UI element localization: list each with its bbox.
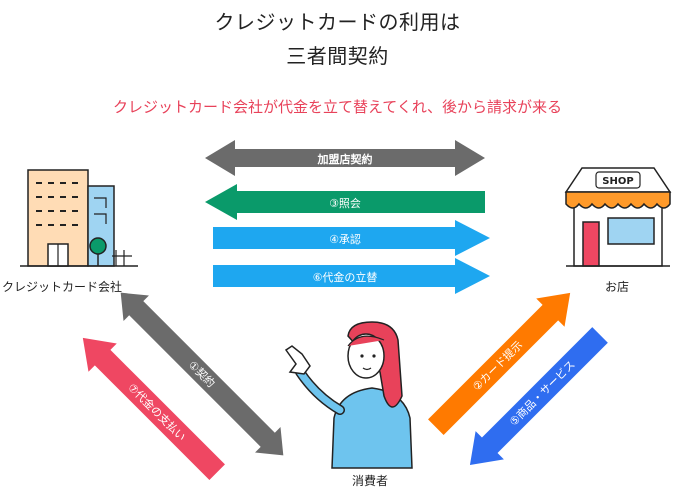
payment-label: ⑦代金の支払い: [125, 380, 189, 444]
shop-icon: SHOP: [564, 167, 672, 267]
shop-label: お店: [605, 280, 630, 294]
inquiry-arrow: ③照会: [205, 184, 485, 220]
contract-arrow: ①契約: [120, 292, 284, 456]
goods-services-arrow: ⑤商品・サービス: [469, 327, 608, 466]
title-line-1: クレジットカードの利用は: [214, 10, 461, 34]
inquiry-label: ③照会: [329, 197, 361, 210]
merchant-contract-arrow: 加盟店契約: [205, 140, 485, 176]
subtitle: クレジットカード会社が代金を立て替えてくれ、後から請求が来る: [113, 98, 562, 116]
consumer-person-icon: [284, 321, 413, 469]
approval-arrow: ④承認: [213, 220, 490, 256]
building-icon: [20, 169, 138, 267]
advance-payment-label: ⑥代金の立替: [313, 270, 378, 284]
card-company-label: クレジットカード会社: [2, 280, 123, 294]
approval-label: ④承認: [329, 232, 361, 246]
payment-arrow: ⑦代金の支払い: [82, 337, 225, 480]
advance-payment-arrow: ⑥代金の立替: [213, 258, 490, 294]
card-present-label: ②カード提示: [470, 338, 525, 393]
title-line-2: 三者間契約: [286, 44, 389, 68]
consumer-label: 消費者: [352, 474, 389, 488]
merchant-contract-label: 加盟店契約: [317, 152, 373, 166]
goods-services-label: ⑤商品・サービス: [506, 357, 577, 428]
shop-sign: SHOP: [602, 176, 633, 187]
